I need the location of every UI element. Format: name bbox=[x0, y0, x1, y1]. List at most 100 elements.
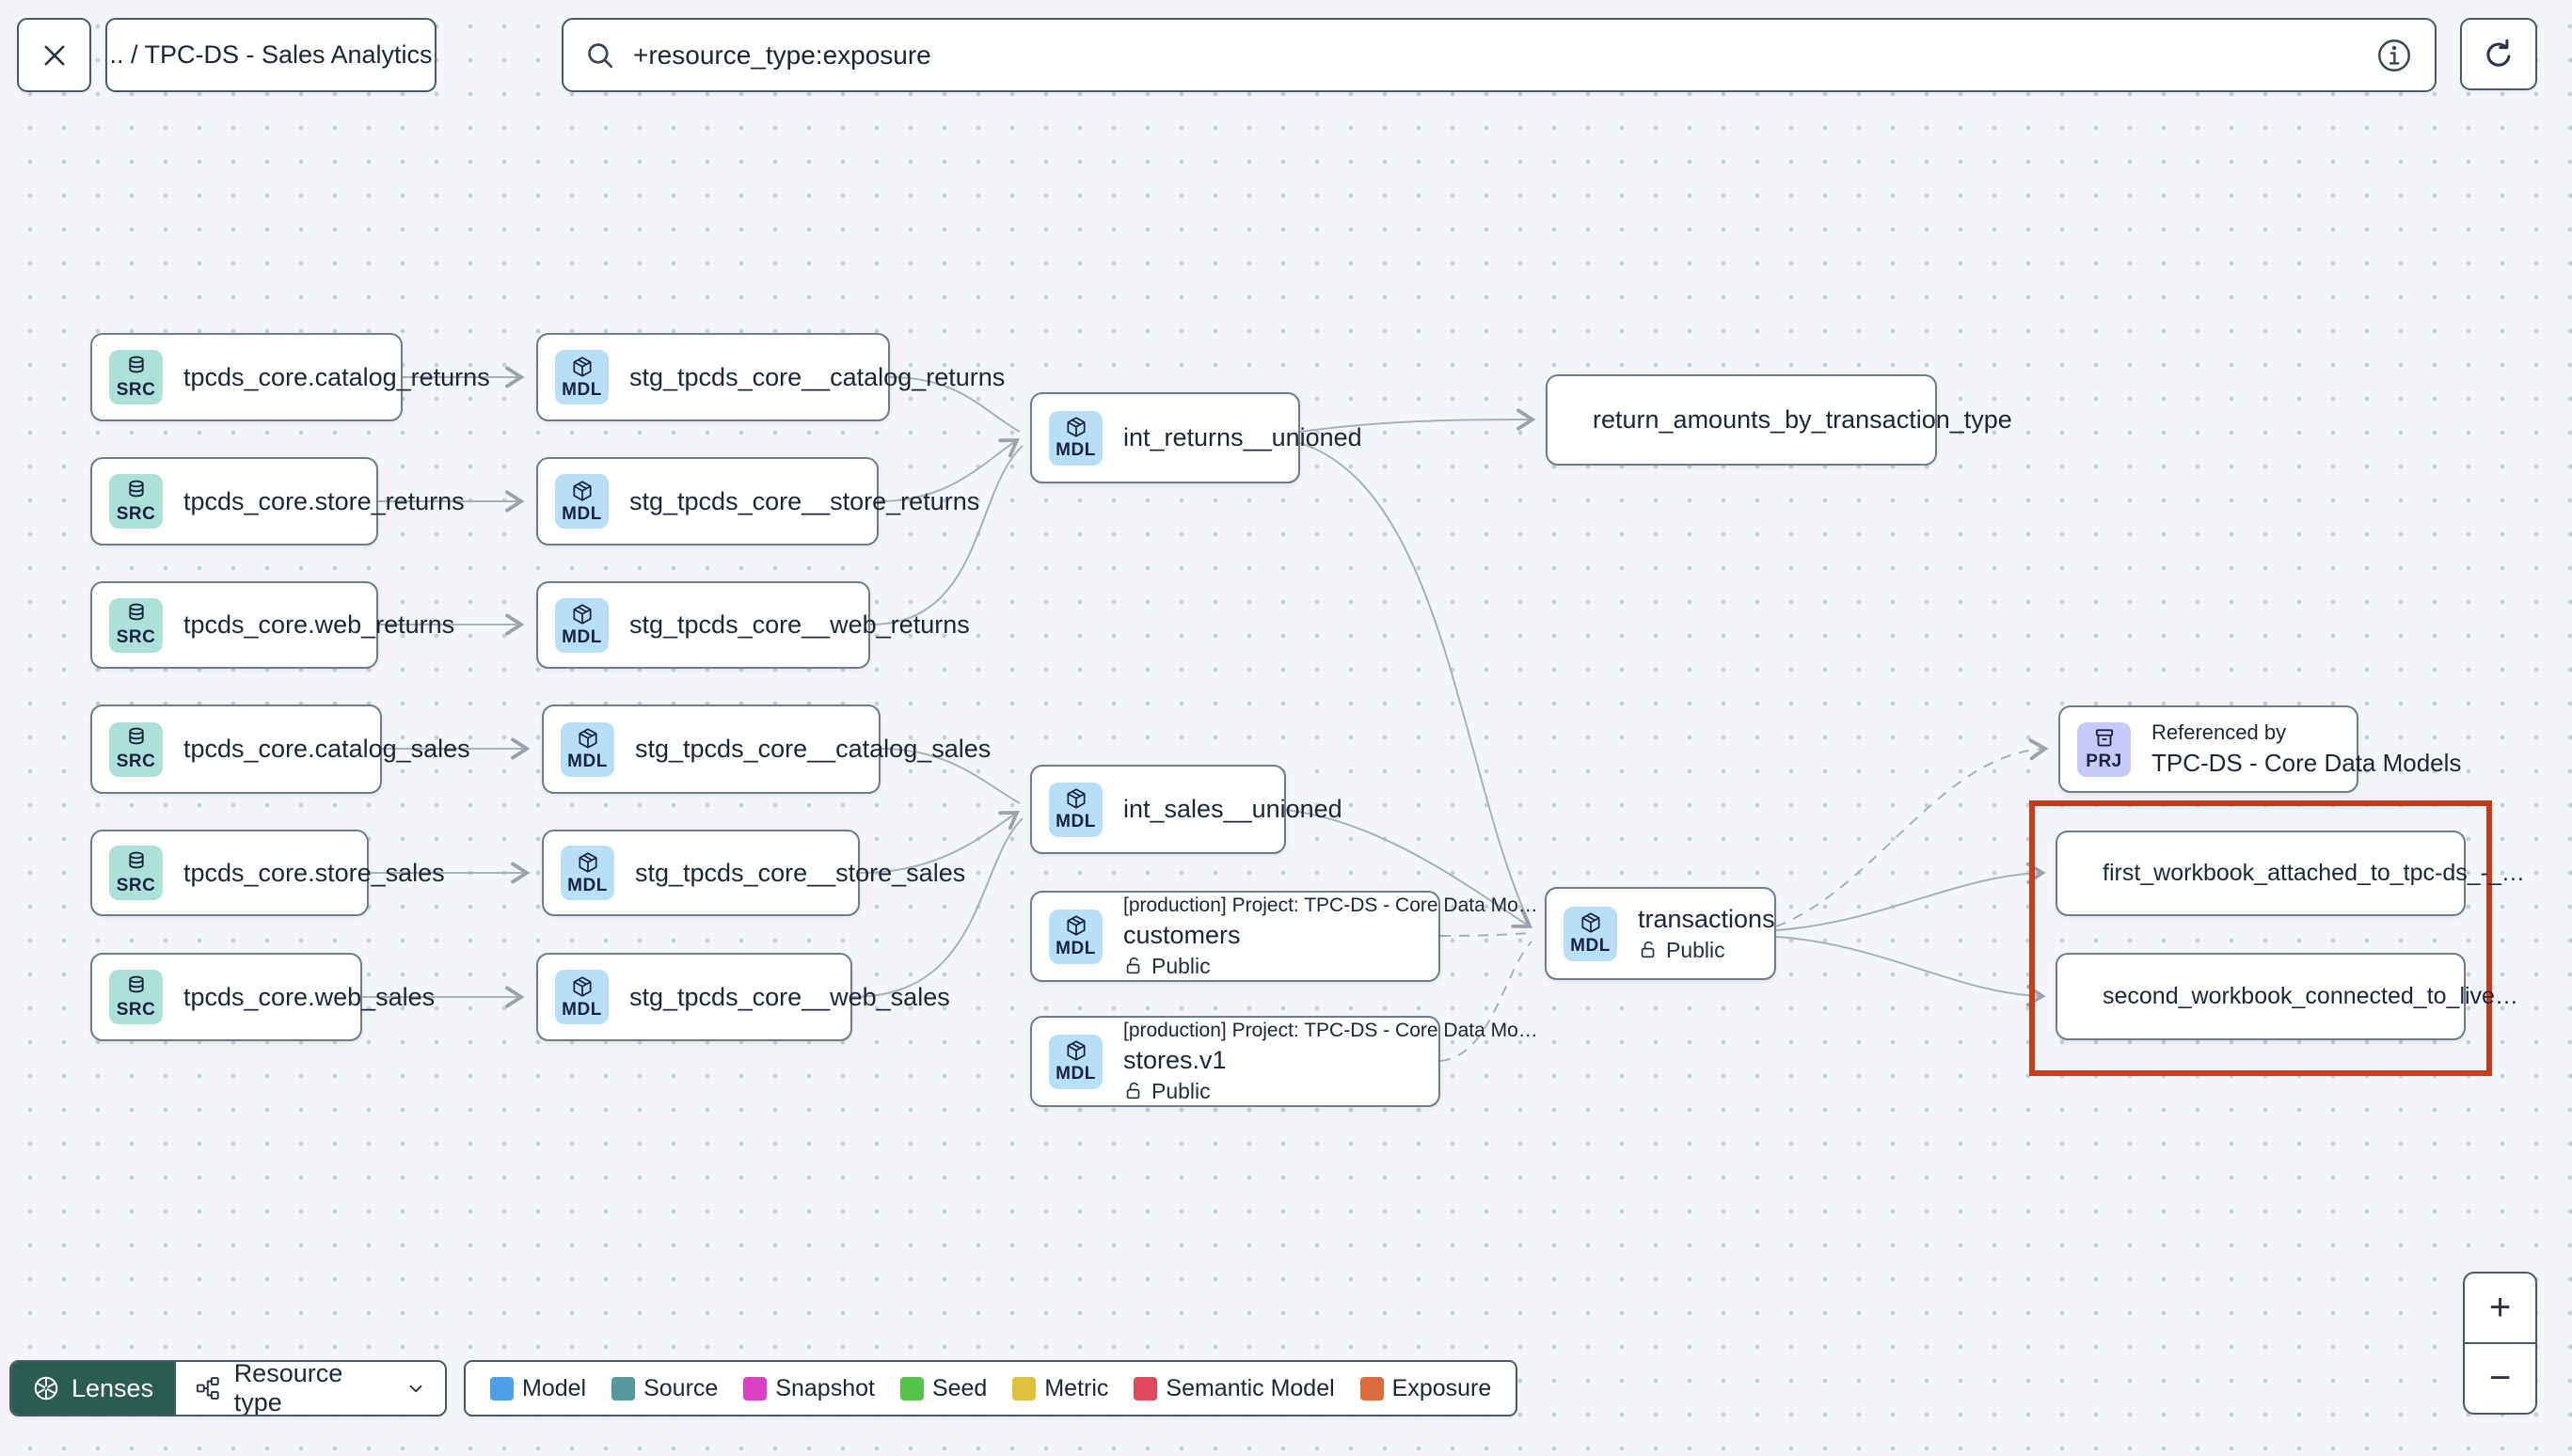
node-stg-store-returns[interactable]: MDL stg_tpcds_core__store_returns bbox=[536, 457, 979, 546]
source-badge: SRC bbox=[109, 970, 163, 1024]
model-badge: MDL bbox=[555, 970, 609, 1024]
node-label: tpcds_core.web_returns bbox=[183, 610, 455, 639]
lenses-button[interactable]: Lenses bbox=[11, 1362, 177, 1415]
cube-icon bbox=[1579, 910, 1603, 935]
project-label: [production] Project: TPC-DS - Core Data… bbox=[1123, 1019, 1538, 1041]
node-src-web-returns[interactable]: SRC tpcds_core.web_returns bbox=[90, 581, 454, 669]
cube-icon bbox=[570, 602, 595, 626]
aperture-icon bbox=[32, 1374, 60, 1402]
node-label: transactions bbox=[1638, 904, 1775, 933]
node-label: stg_tpcds_core__store_sales bbox=[635, 858, 966, 887]
model-badge: MDL bbox=[1049, 782, 1103, 837]
close-button[interactable] bbox=[17, 18, 91, 92]
cube-icon bbox=[570, 479, 595, 503]
project-badge: PRJ bbox=[2077, 721, 2131, 777]
legend-swatch bbox=[1134, 1376, 1158, 1401]
database-icon bbox=[124, 850, 149, 875]
source-badge: SRC bbox=[109, 597, 163, 653]
node-src-catalog-returns[interactable]: SRC tpcds_core.catalog_returns bbox=[90, 333, 490, 421]
database-icon bbox=[124, 479, 149, 503]
project-label: [production] Project: TPC-DS - Core Data… bbox=[1123, 894, 1538, 916]
source-badge: SRC bbox=[109, 846, 163, 900]
breadcrumb-label: .. / TPC-DS - Sales Analytics bbox=[109, 40, 433, 69]
node-label: stg_tpcds_core__catalog_returns bbox=[629, 362, 1006, 391]
cube-icon bbox=[576, 850, 600, 875]
model-badge: MDL bbox=[555, 597, 609, 653]
node-referenced-by-project[interactable]: PRJ Referenced by TPC-DS - Core Data Mod… bbox=[2058, 705, 2461, 793]
node-int-sales-unioned[interactable]: MDL int_sales__unioned bbox=[1030, 765, 1342, 854]
database-icon bbox=[124, 355, 149, 379]
legend-item-source: Source bbox=[611, 1375, 718, 1402]
zoom-in-button[interactable]: + bbox=[2465, 1274, 2535, 1344]
node-label: first_workbook_attached_to_tpc-ds_-_… bbox=[2103, 860, 2525, 886]
node-workbook-first[interactable]: first_workbook_attached_to_tpc-ds_-_… bbox=[2056, 831, 2525, 916]
legend-swatch bbox=[899, 1376, 924, 1401]
chevron-down-icon bbox=[405, 1377, 426, 1400]
model-badge: MDL bbox=[1049, 410, 1103, 466]
node-label: tpcds_core.web_sales bbox=[183, 982, 436, 1011]
node-label: stg_tpcds_core__store_returns bbox=[629, 486, 980, 515]
node-label: stg_tpcds_core__web_sales bbox=[629, 982, 950, 1011]
legend-item-semantic-model: Semantic Model bbox=[1134, 1375, 1335, 1402]
referenced-by-label: Referenced by bbox=[2151, 720, 2287, 744]
node-stg-web-sales[interactable]: MDL stg_tpcds_core__web_sales bbox=[536, 953, 950, 1041]
lenses-label: Lenses bbox=[71, 1373, 154, 1402]
node-label: tpcds_core.store_sales bbox=[183, 858, 445, 887]
access-label: Public bbox=[1123, 954, 1538, 979]
node-label: int_returns__unioned bbox=[1123, 423, 1362, 451]
node-transactions[interactable]: MDL transactions Public bbox=[1545, 887, 1776, 980]
info-icon[interactable] bbox=[2374, 36, 2414, 75]
model-badge: MDL bbox=[561, 846, 614, 900]
legend-swatch bbox=[490, 1376, 514, 1401]
node-label: TPC-DS - Core Data Models bbox=[2151, 749, 2462, 777]
database-icon bbox=[124, 726, 149, 751]
cube-icon bbox=[576, 726, 600, 751]
legend-swatch bbox=[1012, 1376, 1037, 1401]
resource-type-dropdown[interactable]: Resource type bbox=[176, 1362, 445, 1415]
node-src-web-sales[interactable]: SRC tpcds_core.web_sales bbox=[90, 953, 435, 1041]
archive-icon bbox=[2092, 726, 2117, 751]
node-stg-catalog-sales[interactable]: MDL stg_tpcds_core__catalog_sales bbox=[542, 704, 991, 794]
node-stg-catalog-returns[interactable]: MDL stg_tpcds_core__catalog_returns bbox=[536, 333, 1005, 421]
node-int-returns-unioned[interactable]: MDL int_returns__unioned bbox=[1030, 392, 1362, 483]
search-bar bbox=[562, 18, 2437, 92]
lock-open-icon bbox=[1638, 940, 1659, 960]
node-exposure-return-amounts[interactable]: return_amounts_by_transaction_type bbox=[1546, 374, 2012, 466]
legend-swatch bbox=[611, 1376, 636, 1401]
node-stg-web-returns[interactable]: MDL stg_tpcds_core__web_returns bbox=[536, 581, 970, 669]
node-src-catalog-sales[interactable]: SRC tpcds_core.catalog_sales bbox=[90, 704, 470, 794]
source-badge: SRC bbox=[109, 721, 163, 777]
cube-icon bbox=[1064, 1038, 1088, 1063]
legend-item-model: Model bbox=[490, 1375, 586, 1402]
node-label: stg_tpcds_core__web_returns bbox=[629, 610, 970, 639]
resource-type-legend: Model Source Snapshot Seed Metric Semant… bbox=[464, 1360, 1518, 1416]
database-icon bbox=[124, 602, 149, 626]
breadcrumb[interactable]: .. / TPC-DS - Sales Analytics bbox=[105, 18, 437, 92]
node-customers[interactable]: MDL [production] Project: TPC-DS - Core … bbox=[1030, 891, 1538, 982]
node-label: tpcds_core.catalog_returns bbox=[183, 362, 490, 391]
refresh-button[interactable] bbox=[2460, 18, 2537, 90]
cube-icon bbox=[1064, 415, 1088, 439]
node-label: stg_tpcds_core__catalog_sales bbox=[635, 735, 992, 763]
legend-swatch bbox=[1359, 1376, 1384, 1401]
access-label: Public bbox=[1123, 1079, 1538, 1104]
node-label: second_workbook_connected_to_live… bbox=[2103, 983, 2518, 1009]
node-label: return_amounts_by_transaction_type bbox=[1593, 405, 2012, 434]
legend-item-metric: Metric bbox=[1012, 1375, 1108, 1402]
cube-icon bbox=[570, 355, 595, 379]
node-label: tpcds_core.catalog_sales bbox=[183, 735, 470, 763]
node-workbook-second[interactable]: second_workbook_connected_to_live… bbox=[2056, 953, 2518, 1040]
database-icon bbox=[124, 974, 149, 999]
search-input[interactable] bbox=[633, 40, 2358, 71]
node-stg-store-sales[interactable]: MDL stg_tpcds_core__store_sales bbox=[542, 830, 965, 916]
node-label: stores.v1 bbox=[1123, 1045, 1227, 1074]
node-label: int_sales__unioned bbox=[1123, 795, 1342, 823]
zoom-out-button[interactable]: − bbox=[2488, 1357, 2512, 1399]
node-stores-v1[interactable]: MDL [production] Project: TPC-DS - Core … bbox=[1030, 1016, 1538, 1107]
refresh-icon bbox=[2481, 37, 2516, 72]
node-src-store-returns[interactable]: SRC tpcds_core.store_returns bbox=[90, 457, 465, 546]
resource-type-label: Resource type bbox=[233, 1360, 343, 1416]
legend-item-seed: Seed bbox=[899, 1375, 987, 1402]
node-src-store-sales[interactable]: SRC tpcds_core.store_sales bbox=[90, 830, 445, 916]
lens-control-group: Lenses Resource type bbox=[9, 1360, 447, 1416]
